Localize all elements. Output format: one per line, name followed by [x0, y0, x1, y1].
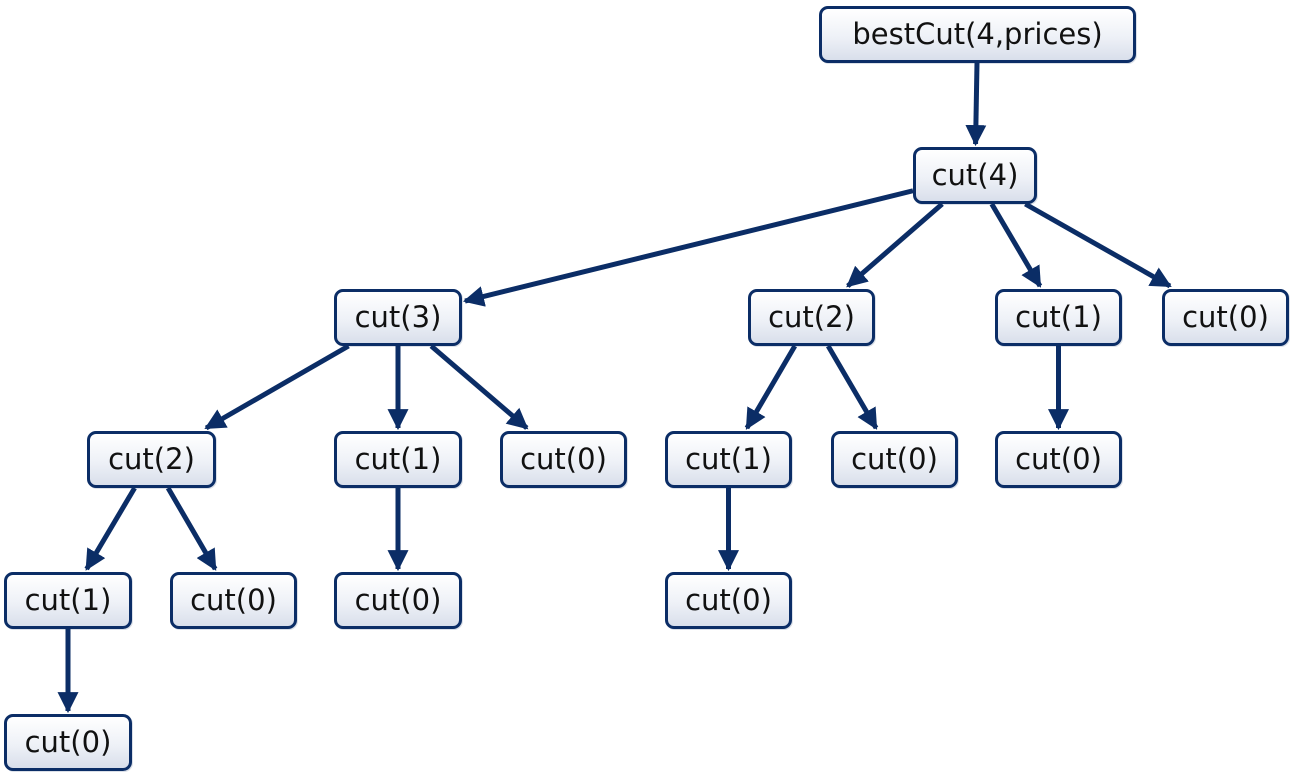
edge-n4-to-n2b	[846, 202, 944, 288]
call-node-n0c: cut(0)	[500, 431, 627, 488]
call-node-n0e: cut(0)	[831, 431, 958, 488]
edge-n2a-to-n0a2	[165, 486, 218, 571]
edge-n2b-to-n1d	[744, 344, 797, 430]
edges-layer	[57, 62, 1172, 714]
call-node-n2b: cut(2)	[748, 289, 875, 346]
call-node-n0b: cut(0)	[334, 572, 462, 629]
edge-n2a-to-n1a	[84, 486, 137, 571]
edge-n4-to-n3	[462, 188, 914, 307]
call-node-n2a: cut(2)	[87, 431, 216, 488]
edge-n4-to-n1c	[989, 202, 1043, 288]
call-node-n1c: cut(1)	[995, 289, 1122, 346]
edge-n2b-to-n0e	[826, 344, 879, 430]
edge-root-to-n4	[965, 62, 987, 147]
edge-n3-to-n2a	[204, 343, 350, 431]
call-node-n3: cut(3)	[334, 289, 462, 346]
call-node-n0g: cut(0)	[665, 572, 792, 629]
call-node-n1b: cut(1)	[334, 431, 462, 488]
call-node-n0a2: cut(0)	[170, 572, 297, 629]
call-node-n4: cut(4)	[913, 147, 1037, 204]
call-node-n1a: cut(1)	[4, 572, 132, 629]
call-node-n0a1: cut(0)	[4, 714, 132, 771]
call-node-n1d: cut(1)	[665, 431, 792, 488]
call-node-root: bestCut(4,prices)	[819, 6, 1136, 63]
call-node-n0d: cut(0)	[1162, 289, 1289, 346]
edge-n3-to-n0c	[429, 344, 529, 430]
call-node-n0f: cut(0)	[995, 431, 1122, 488]
edge-n4-to-n0d	[1024, 201, 1172, 289]
